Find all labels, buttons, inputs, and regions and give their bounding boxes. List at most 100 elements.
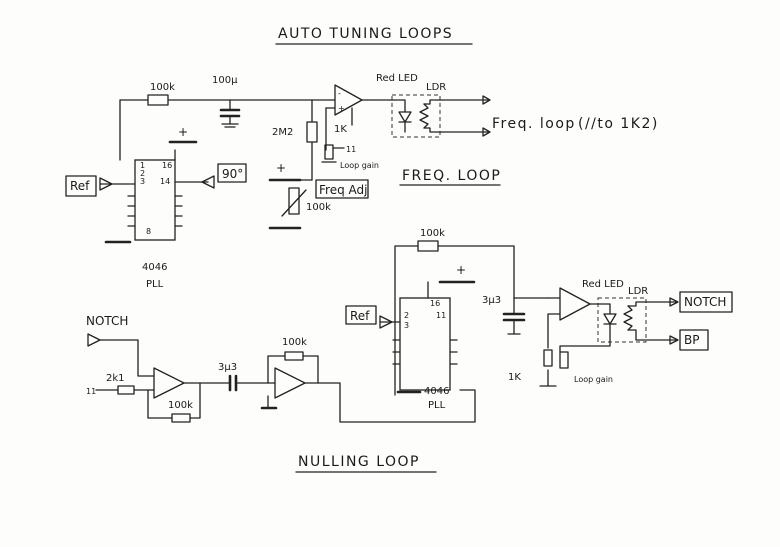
pin-2: 2 xyxy=(140,169,145,178)
pin-3b: 3 xyxy=(404,321,409,330)
label-freq-loop-out: Freq. loop xyxy=(492,116,576,132)
pll-chip-label: 4046 xyxy=(142,262,167,273)
label-r-in: 2k1 xyxy=(106,373,125,384)
resistor-100k-fb2 xyxy=(284,351,304,361)
opamp-minus: - xyxy=(338,89,341,98)
label-notch-out: NOTCH xyxy=(684,295,726,309)
wire-fb2-out xyxy=(302,355,319,384)
label-r-top-2: 100k xyxy=(420,228,445,239)
opamp-null-2 xyxy=(274,367,306,399)
wire-led-in xyxy=(367,99,406,113)
wire-top-left xyxy=(119,99,149,161)
label-red-led-2: Red LED xyxy=(582,279,624,290)
pot-arrow xyxy=(281,189,307,217)
pll-label-2: PLL xyxy=(428,400,446,411)
ref-box xyxy=(65,175,97,197)
red-led-diode xyxy=(398,111,412,123)
pot-loop-gain xyxy=(324,144,334,160)
chip2-pins-right xyxy=(449,339,458,365)
wire-fb2 xyxy=(267,355,286,384)
freq-loop-heading: FREQ. LOOP xyxy=(402,168,501,184)
plus-vdd: + xyxy=(178,125,188,139)
nulling-loop-heading: NULLING LOOP xyxy=(298,454,420,470)
label-c-couple1: 3μ3 xyxy=(218,362,237,373)
wire-fb1-out xyxy=(189,382,201,419)
opamp-freq xyxy=(334,84,363,116)
arrow-ref-2 xyxy=(379,315,393,329)
label-ref-2: Ref xyxy=(350,309,370,323)
pin-2b: 2 xyxy=(404,311,409,320)
wire-to-pll xyxy=(304,382,476,423)
opamp-null-3 xyxy=(559,287,591,321)
label-r-gain: 1K xyxy=(508,372,521,383)
opamp-null-1 xyxy=(153,367,185,399)
ldr-resistor xyxy=(419,103,429,129)
wire-ldr2-out1 xyxy=(627,301,677,307)
notch-out-box xyxy=(679,291,733,313)
phase-90-box xyxy=(217,163,247,183)
arrow-out1 xyxy=(482,95,491,105)
label-freq-adj: Freq Adj xyxy=(319,183,367,197)
resistor-2k1 xyxy=(117,385,135,395)
optocoupler-box xyxy=(391,94,441,138)
wire-ldr-out1 xyxy=(423,99,489,105)
wire-notch-in xyxy=(99,339,155,377)
pin-3: 3 xyxy=(140,177,145,186)
optocoupler-box-2 xyxy=(597,297,647,343)
label-loop-gain-2: Loop gain xyxy=(574,375,613,384)
arrow-out2 xyxy=(482,127,491,137)
wire-top-null-right xyxy=(437,245,515,299)
label-r-top: 100k xyxy=(150,82,175,93)
wire-ldr-out2 xyxy=(423,127,489,133)
pin-14: 14 xyxy=(160,177,170,186)
label-red-led: Red LED xyxy=(376,73,418,84)
pin-11b: 11 xyxy=(86,387,96,396)
pin-11c: 11 xyxy=(436,311,446,320)
label-notch-in: NOTCH xyxy=(86,314,128,328)
wire-ldr2-out2 xyxy=(627,329,677,341)
chip2-pins-left xyxy=(392,339,401,365)
wire-led2-out xyxy=(559,323,611,353)
pin-8: 8 xyxy=(146,227,151,236)
label-ref: Ref xyxy=(70,179,90,193)
label-ldr: LDR xyxy=(426,82,446,93)
freq-loop: 100k 100μ 2M2 - + 1K 11 Loop gain Red LE… xyxy=(65,73,657,290)
bp-out-box xyxy=(679,329,709,351)
opamp-plus: + xyxy=(338,104,345,113)
pot-loop-gain-2 xyxy=(559,351,569,369)
wire-led2-in xyxy=(589,303,611,315)
arrow-notch-in xyxy=(87,333,101,347)
pin-16b: 16 xyxy=(430,299,440,308)
label-r-bias: 2M2 xyxy=(272,127,293,138)
label-r-fb1: 100k xyxy=(168,400,193,411)
label-c-out: 3μ3 xyxy=(482,295,501,306)
pin-11: 11 xyxy=(346,145,356,154)
pll-chip-label-2: 4046 xyxy=(424,386,449,397)
pin-1: 1 xyxy=(140,161,145,170)
label-r-fb: 1K xyxy=(334,124,347,135)
resistor-100k-top-2 xyxy=(417,240,439,252)
resistor-100k-top xyxy=(147,94,169,106)
label-bp-out: BP xyxy=(684,333,699,347)
ldr-resistor-2 xyxy=(623,305,633,331)
wire-op3-fb xyxy=(547,313,561,349)
ref-box-2 xyxy=(345,305,377,325)
diagram-title: AUTO TUNING LOOPS xyxy=(278,26,453,42)
label-ldr-2: LDR xyxy=(628,286,648,297)
label-90: 90° xyxy=(222,167,243,181)
label-c-top: 100μ xyxy=(212,75,238,86)
pll-label: PLL xyxy=(146,279,164,290)
pot-freq-adj xyxy=(288,187,300,215)
plus-vdd2: + xyxy=(456,263,466,277)
red-led-diode-2 xyxy=(603,313,617,325)
chip-pins-right xyxy=(174,195,183,227)
freq-adj-box xyxy=(315,179,369,199)
resistor-2m2 xyxy=(306,121,318,143)
label-pot-adj: 100k xyxy=(306,202,331,213)
arrow-bp-out xyxy=(669,335,679,345)
wire-fb1 xyxy=(147,389,173,419)
arrow-90 xyxy=(201,175,215,189)
arrow-notch-out xyxy=(669,297,679,307)
